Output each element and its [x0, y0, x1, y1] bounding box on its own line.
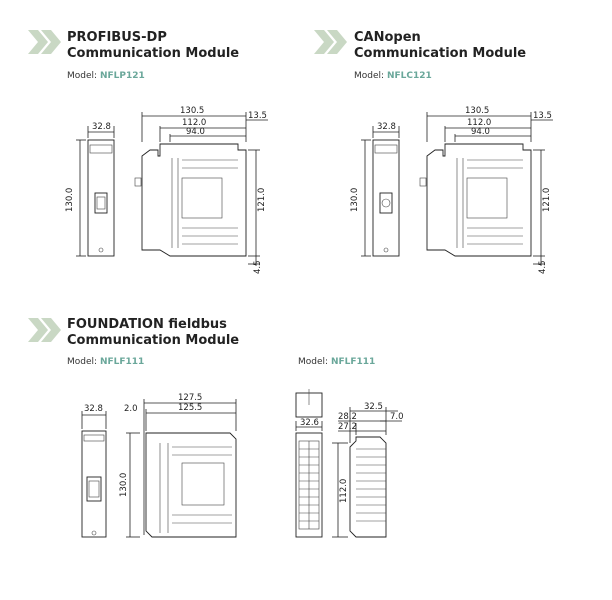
dim-w: 32.8 [84, 404, 103, 414]
dim-h3: 4.5 [253, 260, 263, 274]
dim-h: 130.0 [65, 188, 75, 212]
dimension-drawing: 32.8 130.0 130.5 112.0 94.0 13.5 121.0 [350, 106, 553, 274]
dim-w1: 32.5 [364, 402, 383, 412]
module-title-line2: Communication Module [67, 46, 240, 61]
dim-d3: 94.0 [471, 127, 490, 137]
dim-h: 130.0 [119, 473, 129, 497]
dim-h2: 121.0 [257, 188, 267, 212]
model-label: Model: [298, 357, 329, 367]
model-value: NFLF111 [330, 357, 376, 367]
model-value: NFLP121 [99, 71, 145, 81]
model-line: Model: NFLF111 [67, 357, 144, 367]
model-label: Model: [354, 71, 385, 81]
model-line: Model: NFLC121 [354, 71, 432, 81]
dim-d4: 13.5 [248, 111, 267, 121]
dimension-drawing: 32.6 32.5 28.2 27.2 7.0 112.0 [295, 389, 404, 538]
dim-h: 112.0 [339, 479, 349, 503]
dim-w4: 7.0 [390, 412, 404, 422]
dim-d2: 112.0 [467, 118, 491, 128]
module-title-line1: FOUNDATION fieldbus [67, 317, 227, 332]
dim-w5: 32.6 [300, 418, 319, 428]
chevron-icon [28, 30, 61, 54]
dim-h3: 4.5 [538, 260, 548, 274]
module-title-line2: Communication Module [354, 46, 527, 61]
module-title-line1: CANopen [354, 30, 421, 45]
dim-w: 32.8 [92, 122, 111, 132]
dim-d1: 127.5 [178, 393, 202, 403]
dim-w3: 27.2 [338, 422, 357, 432]
module-title-line1: PROFIBUS-DP [67, 30, 167, 45]
module-title-line2: Communication Module [67, 333, 240, 348]
model-value: NFLF111 [99, 357, 145, 367]
dim-d2: 112.0 [182, 118, 206, 128]
model-line: Model: NFLP121 [67, 71, 145, 81]
dimension-drawing: 32.8 130.0 130.5 112.0 94.0 13.5 121.0 [65, 106, 268, 274]
dim-h2: 121.0 [542, 188, 552, 212]
dim-d3: 94.0 [186, 127, 205, 137]
model-value: NFLC121 [386, 71, 432, 81]
dim-d2: 125.5 [178, 403, 202, 413]
model-label: Model: [67, 71, 98, 81]
dim-h: 130.0 [350, 188, 360, 212]
dim-w2: 28.2 [338, 412, 357, 422]
dim-w: 32.8 [377, 122, 396, 132]
chevron-icon [28, 318, 61, 342]
model-label: Model: [67, 357, 98, 367]
dim-d1: 130.5 [180, 106, 204, 116]
dim-d1: 130.5 [465, 106, 489, 116]
chevron-icon [314, 30, 347, 54]
dim-d3: 2.0 [124, 404, 138, 414]
model-line: Model: NFLF111 [298, 357, 375, 367]
dimension-drawing: 32.8 127.5 125.5 2.0 130.0 [81, 393, 237, 538]
dim-d4: 13.5 [533, 111, 552, 121]
